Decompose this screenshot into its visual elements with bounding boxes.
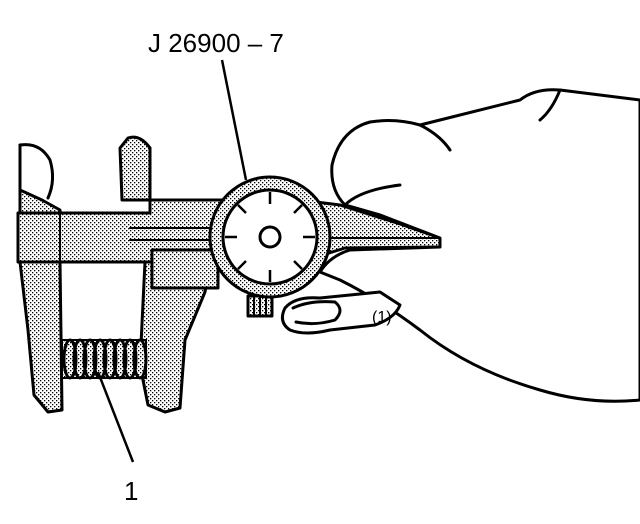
caliper-sliding-jaw-tip [118,135,152,202]
part-label-leader [96,371,135,463]
caliper-fixed-jaw-tip [18,143,62,215]
hand-thumb-nail [291,300,342,326]
dial-tick-marks [225,192,315,282]
caliper-slider-block [150,248,220,290]
tool-label-leader [220,59,248,181]
caliper-fixed-jaw [18,260,64,414]
hand-back [318,88,640,403]
dial-gauge [208,175,332,299]
finger-mark: (1) [372,309,392,326]
hand [280,88,640,403]
part-label: 1 [124,476,138,506]
caliper [16,135,442,414]
spring [61,338,148,380]
spring-coils [62,338,148,380]
dial-center-hub [258,225,282,249]
tool-label: J 26900 – 7 [148,28,284,58]
